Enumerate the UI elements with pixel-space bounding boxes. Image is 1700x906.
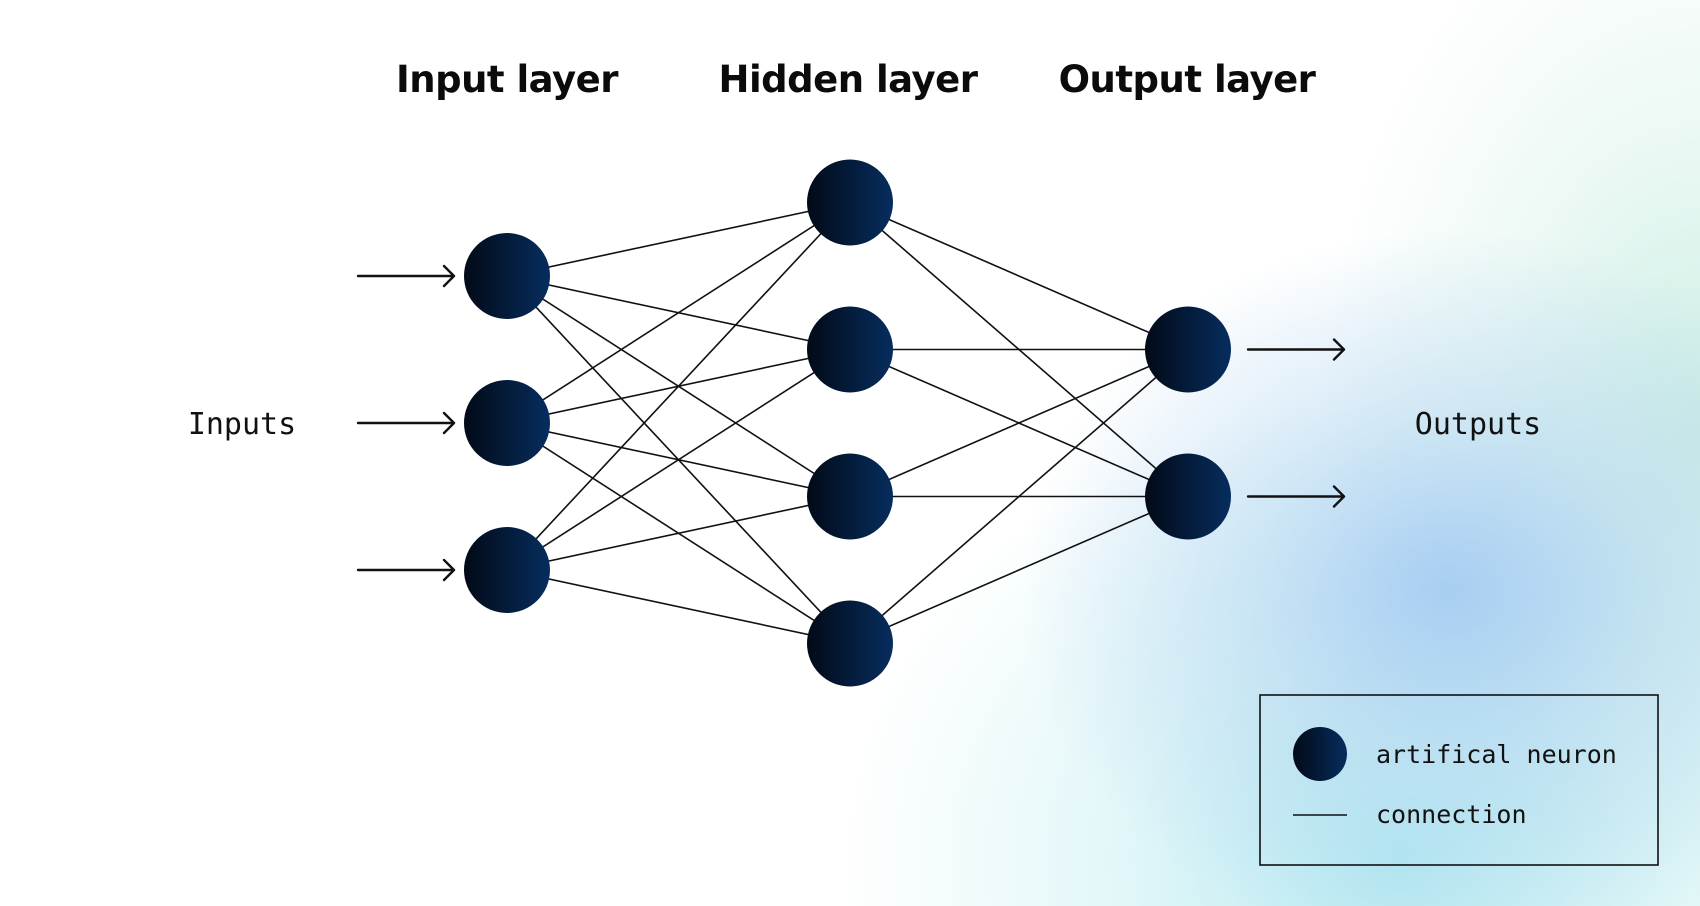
inputs-label: Inputs (188, 407, 296, 442)
connection-input3-hidden1 (506, 201, 851, 571)
connection-hidden4-output1 (849, 348, 1189, 645)
legend-neuron-label: artifical neuron (1376, 740, 1617, 769)
connection-hidden3-output1 (849, 348, 1189, 498)
input-arrow-1 (356, 264, 456, 288)
input-neuron-2 (464, 380, 550, 466)
arrows (356, 264, 1346, 582)
hidden-neuron-3 (807, 453, 893, 540)
input-neuron-1 (464, 233, 550, 319)
output-neuron-2 (1145, 453, 1231, 540)
input-layer-title: Input layer (396, 58, 619, 101)
connections (506, 201, 1189, 645)
connection-input3-hidden2 (506, 348, 851, 571)
input-arrow-3 (356, 558, 456, 582)
legend-connection-label: connection (1376, 800, 1527, 829)
input-arrow-2 (356, 411, 456, 435)
connection-hidden1-output1 (849, 201, 1189, 351)
connection-input3-hidden3 (506, 495, 851, 571)
input-neuron-3 (464, 527, 550, 613)
legend: artifical neuron connection (1259, 694, 1659, 866)
hidden-neuron-4 (807, 600, 893, 687)
hidden-neuron-1 (807, 159, 893, 246)
hidden-layer-title: Hidden layer (719, 58, 979, 101)
output-arrow-2 (1246, 485, 1346, 508)
outputs-label: Outputs (1415, 407, 1541, 442)
legend-box (1259, 694, 1659, 866)
legend-neuron-icon (1293, 727, 1347, 781)
connection-input1-hidden1 (506, 201, 851, 277)
hidden-neuron-2 (807, 306, 893, 393)
connection-input3-hidden4 (506, 569, 851, 645)
connection-input2-hidden1 (506, 201, 851, 424)
output-layer-title: Output layer (1059, 58, 1317, 101)
connection-hidden4-output2 (849, 495, 1189, 645)
output-neuron-1 (1145, 306, 1231, 393)
output-arrow-1 (1246, 338, 1346, 361)
neurons (464, 159, 1231, 687)
